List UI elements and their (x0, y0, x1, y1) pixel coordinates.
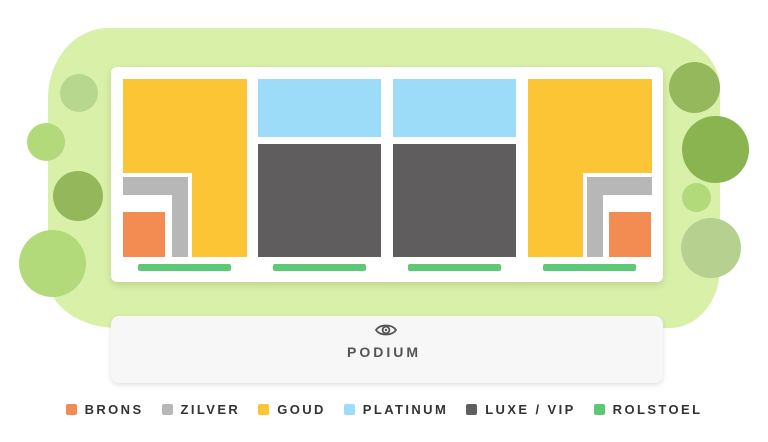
legend-label: ZILVER (180, 402, 241, 417)
decorative-circle (60, 74, 98, 112)
decorative-circle (27, 123, 65, 161)
zone-divider (188, 177, 192, 257)
zone-rolstoel-4[interactable] (543, 264, 636, 271)
zone-rolstoel-2[interactable] (273, 264, 366, 271)
zone-platinum-center-right[interactable] (393, 79, 516, 137)
legend-item-brons: BRONS (65, 402, 144, 417)
zone-rolstoel-3[interactable] (408, 264, 501, 271)
legend-swatch (258, 404, 270, 415)
decorative-circle (682, 116, 749, 183)
zone-brons-right[interactable] (609, 212, 651, 257)
legend-swatch (65, 404, 77, 415)
decorative-circle (19, 230, 86, 297)
decorative-circle (53, 171, 103, 221)
legend-label: LUXE / VIP (485, 402, 576, 417)
zone-divider (583, 177, 587, 257)
zone-divider (583, 173, 652, 177)
legend-swatch (343, 404, 355, 415)
legend-label: BRONS (84, 402, 144, 417)
decorative-circle (669, 62, 720, 113)
zone-platinum-center-left[interactable] (258, 79, 381, 137)
legend-item-goud: GOUD (258, 402, 326, 417)
decorative-circle (681, 218, 741, 278)
legend-label: ROLSTOEL (612, 402, 703, 417)
zone-rolstoel-1[interactable] (138, 264, 231, 271)
zone-divider (123, 173, 192, 177)
legend-swatch (466, 404, 478, 415)
legend-item-zilver: ZILVER (161, 402, 241, 417)
legend-label: PLATINUM (362, 402, 449, 417)
legend: BRONS ZILVER GOUD PLATINUM LUXE / VIP RO… (0, 402, 768, 417)
eye-icon (375, 324, 397, 336)
legend-item-vip: LUXE / VIP (466, 402, 575, 417)
decorative-circle (682, 183, 711, 212)
zone-vip-center-right[interactable] (393, 144, 516, 257)
legend-label: GOUD (277, 402, 326, 417)
zone-brons-left[interactable] (123, 212, 165, 257)
stage-label: PODIUM (347, 344, 421, 360)
legend-item-rolstoel: ROLSTOEL (593, 402, 703, 417)
legend-swatch (161, 404, 173, 415)
legend-swatch (593, 404, 605, 415)
zone-vip-center-left[interactable] (258, 144, 381, 257)
legend-item-platinum: PLATINUM (343, 402, 449, 417)
